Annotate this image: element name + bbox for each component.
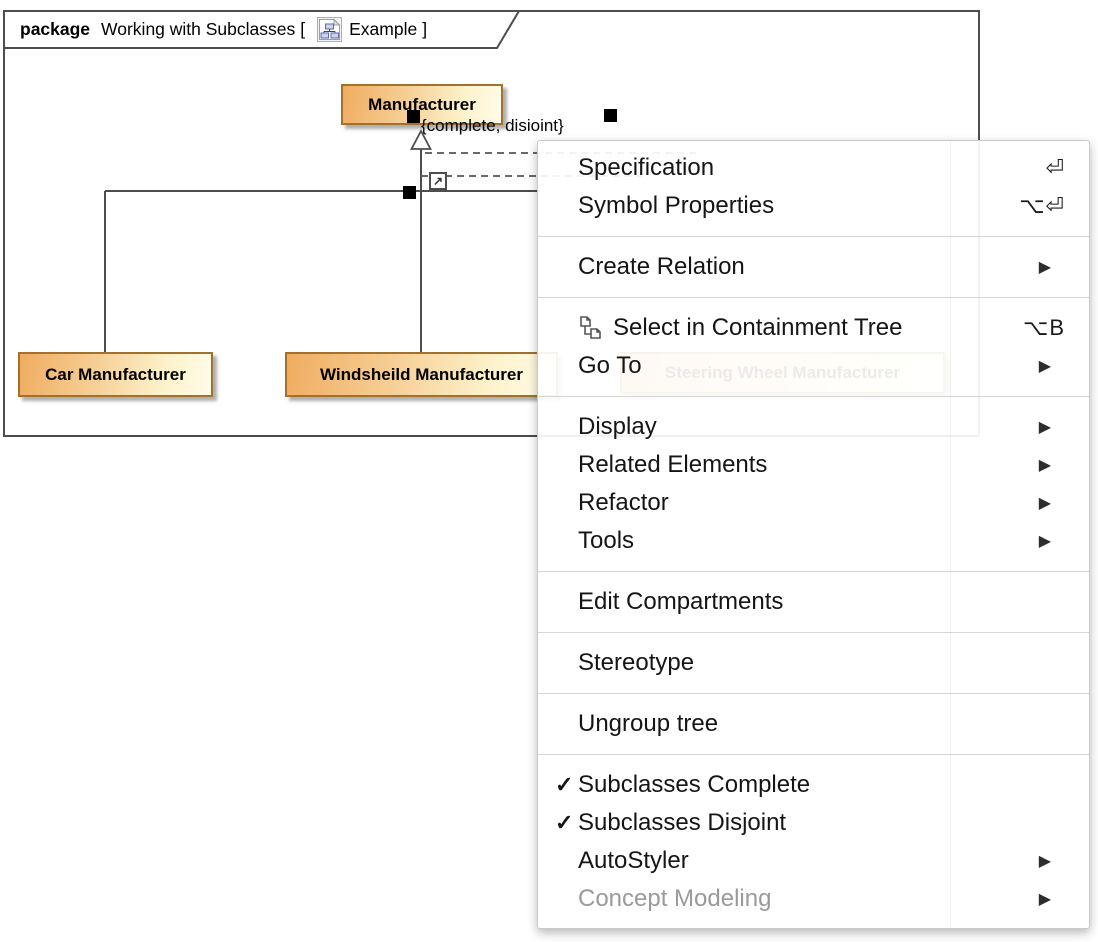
menu-item-label: Display	[578, 413, 657, 440]
menu-item-edit-compartments[interactable]: Edit Compartments	[538, 583, 1089, 621]
selection-handle[interactable]	[403, 186, 416, 199]
menu-item-go-to[interactable]: Go To ▶	[538, 347, 1089, 385]
menu-item-symbol-properties[interactable]: Symbol Properties ⌥⏎	[538, 187, 1089, 225]
menu-item-tools[interactable]: Tools ▶	[538, 522, 1089, 560]
menu-separator	[538, 693, 1089, 694]
frame-bracket-open: [	[300, 18, 306, 39]
menu-item-label: Ungroup tree	[578, 710, 719, 737]
menu-item-shortcut: ⌥B	[1022, 315, 1065, 340]
menu-item-label: Select in Containment Tree	[613, 314, 903, 341]
menu-item-ungroup-tree[interactable]: Ungroup tree	[538, 705, 1089, 743]
submenu-arrow-icon: ▶	[1038, 495, 1051, 512]
package-frame-tab	[3, 10, 521, 49]
menu-item-shortcut: ⏎	[1045, 155, 1065, 180]
menu-item-autostyler[interactable]: AutoStyler ▶	[538, 842, 1089, 880]
menu-item-label: Refactor	[578, 489, 669, 516]
smart-manipulator-icon[interactable]: ↗	[429, 172, 447, 190]
menu-item-label: Create Relation	[578, 253, 745, 280]
class-car-manufacturer[interactable]: Car Manufacturer	[18, 352, 213, 397]
menu-separator	[538, 571, 1089, 572]
selection-handle[interactable]	[604, 109, 617, 122]
frame-bracket-close: ]	[422, 18, 428, 39]
class-label: Car Manufacturer	[45, 364, 186, 384]
menu-item-stereotype[interactable]: Stereotype	[538, 644, 1089, 682]
menu-item-shortcut: ⌥⏎	[1019, 193, 1065, 218]
class-label: Windsheild Manufacturer	[320, 364, 523, 384]
menu-separator	[538, 754, 1089, 755]
menu-item-label: Tools	[578, 527, 635, 554]
package-frame-header: package Working with Subclasses [ Exampl…	[3, 10, 432, 48]
menu-item-label: Related Elements	[578, 451, 768, 478]
menu-item-label: Symbol Properties	[578, 192, 775, 219]
menu-item-related-elements[interactable]: Related Elements ▶	[538, 446, 1089, 484]
menu-item-label: Concept Modeling	[578, 885, 772, 912]
menu-item-subclasses-disjoint[interactable]: ✓Subclasses Disjoint	[538, 804, 1089, 842]
submenu-arrow-icon: ▶	[1038, 358, 1051, 375]
menu-item-refactor[interactable]: Refactor ▶	[538, 484, 1089, 522]
submenu-arrow-icon: ▶	[1038, 259, 1051, 276]
menu-item-label: Subclasses Disjoint	[578, 809, 787, 836]
menu-item-label: Specification	[578, 154, 715, 181]
menu-item-create-relation[interactable]: Create Relation ▶	[538, 248, 1089, 286]
menu-item-label: Subclasses Complete	[578, 771, 811, 798]
menu-separator	[538, 297, 1089, 298]
menu-separator	[538, 632, 1089, 633]
checkmark-icon: ✓	[555, 772, 574, 797]
submenu-arrow-icon: ▶	[1038, 419, 1051, 436]
menu-item-display[interactable]: Display ▶	[538, 408, 1089, 446]
class-manufacturer[interactable]: Manufacturer	[341, 84, 503, 125]
menu-item-label: AutoStyler	[578, 847, 689, 874]
menu-item-specification[interactable]: Specification ⏎	[538, 149, 1089, 187]
selection-handle[interactable]	[407, 110, 420, 123]
menu-separator	[538, 236, 1089, 237]
submenu-arrow-icon: ▶	[1038, 457, 1051, 474]
menu-item-label: Go To	[578, 352, 642, 379]
constraint-label[interactable]: {complete, disioint}	[421, 116, 564, 135]
menu-item-subclasses-complete[interactable]: ✓Subclasses Complete	[538, 766, 1089, 804]
class-label: Manufacturer	[368, 94, 476, 114]
checkmark-icon: ✓	[555, 810, 574, 835]
frame-keyword: package	[20, 18, 91, 39]
containment-tree-icon	[578, 315, 604, 341]
external-link-arrow-icon: ↗	[432, 174, 444, 188]
menu-item-concept-modeling: Concept Modeling ▶	[538, 880, 1089, 918]
class-windsheild-manufacturer[interactable]: Windsheild Manufacturer	[285, 352, 558, 397]
diagram-icon	[316, 16, 343, 43]
menu-item-label: Stereotype	[578, 649, 695, 676]
menu-item-select-in-containment-tree[interactable]: Select in Containment Tree ⌥B	[538, 309, 1089, 347]
context-menu: Specification ⏎ Symbol Properties ⌥⏎ Create …	[537, 140, 1090, 929]
frame-name: Working with Subclasses	[101, 18, 296, 39]
submenu-arrow-icon: ▶	[1038, 853, 1051, 870]
menu-separator	[538, 396, 1089, 397]
menu-item-label: Edit Compartments	[578, 588, 784, 615]
submenu-arrow-icon: ▶	[1038, 533, 1051, 550]
submenu-arrow-icon: ▶	[1038, 891, 1051, 908]
frame-diagram-name: Example	[349, 18, 418, 39]
generalization-arrowhead	[410, 129, 432, 150]
